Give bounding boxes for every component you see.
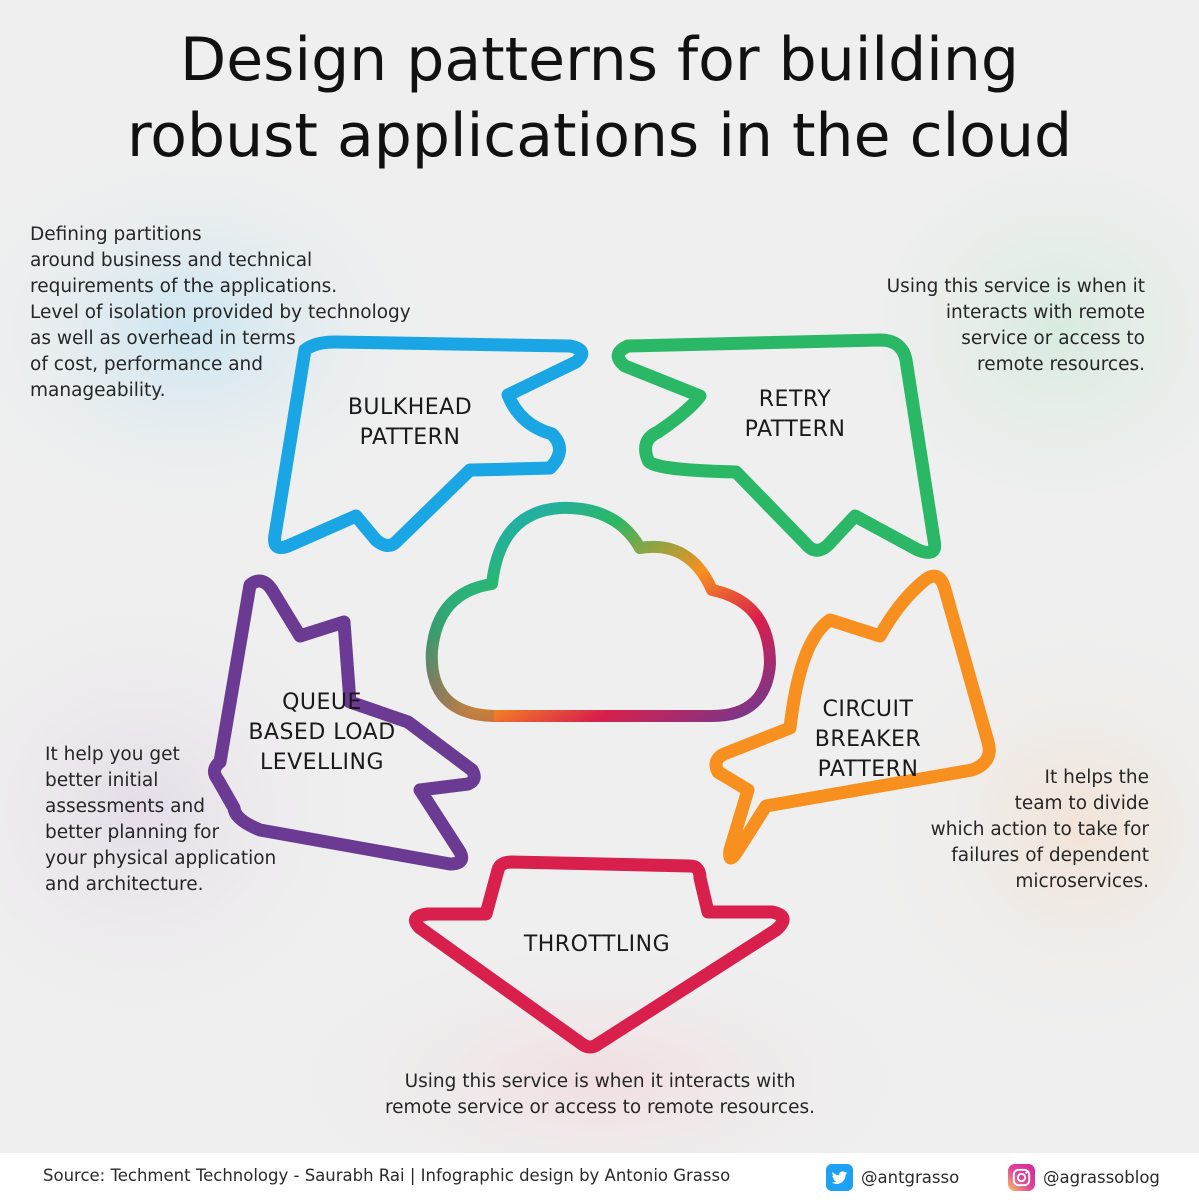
description-line: assessments and <box>45 796 205 817</box>
footer-bar: Source: Techment Technology - Saurabh Ra… <box>0 1153 1199 1200</box>
description-line: Defining partitions <box>30 224 202 245</box>
label-line: BULKHEAD <box>347 395 473 420</box>
label-line: BASED LOAD <box>248 720 396 745</box>
label-line: THROTTLING <box>523 932 671 957</box>
twitter-link[interactable]: @antgrasso <box>826 1163 959 1191</box>
twitter-icon <box>826 1163 853 1191</box>
description-line: interacts with remote <box>945 302 1145 323</box>
description-line: requirements of the applications. <box>30 276 338 297</box>
glow-circuit <box>850 600 1199 1060</box>
diagram-canvas <box>0 110 1199 1153</box>
cloud-icon <box>425 501 776 722</box>
instagram-link[interactable]: @agrassoblog <box>1008 1163 1160 1191</box>
description-line: which action to take for <box>930 819 1149 840</box>
circuit-description: It helps the team to divide which action… <box>931 765 1149 895</box>
throttling-label: THROTTLING <box>497 930 697 960</box>
description-line: Using this service is when it interacts … <box>404 1071 796 1092</box>
title-line: robust applications in the cloud <box>126 101 1073 171</box>
label-line: LEVELLING <box>259 750 385 775</box>
description-line: microservices. <box>1015 871 1149 892</box>
queue-arrow-shape <box>208 574 481 871</box>
description-line: as well as overhead in terms <box>30 328 296 349</box>
label-line: RETRY <box>758 387 832 412</box>
glow-bulkhead <box>0 130 450 530</box>
description-line: manageability. <box>30 380 166 401</box>
bulkhead-label: BULKHEAD PATTERN <box>310 393 510 453</box>
description-line: remote resources. <box>977 354 1145 375</box>
title-line: Design patterns for building <box>180 25 1019 95</box>
glow-queue <box>0 580 380 1040</box>
description-line: failures of dependent <box>951 845 1149 866</box>
twitter-handle: @antgrasso <box>861 1167 960 1187</box>
retry-arrow-shape <box>611 333 942 559</box>
description-line: It helps the <box>1044 767 1149 788</box>
circuit-label: CIRCUIT BREAKER PATTERN <box>768 695 968 785</box>
description-line: Using this service is when it <box>886 276 1145 297</box>
queue-label: QUEUE BASED LOAD LEVELLING <box>212 688 432 778</box>
bulkhead-description: Defining partitions around business and … <box>30 222 411 404</box>
label-line: CIRCUIT <box>822 697 914 722</box>
description-line: around business and technical <box>30 250 313 271</box>
queue-description: It help you get better initial assessmen… <box>45 742 276 898</box>
throttling-arrow-shape <box>409 855 790 1054</box>
instagram-handle: @agrassoblog <box>1043 1167 1160 1187</box>
description-line: better initial <box>45 770 159 791</box>
description-line: team to divide <box>1014 793 1149 814</box>
label-line: BREAKER <box>814 727 922 752</box>
label-line: PATTERN <box>817 757 919 782</box>
circuit-arrow-shape <box>709 569 996 865</box>
retry-description: Using this service is when it interacts … <box>887 274 1145 378</box>
description-line: your physical application <box>45 848 277 869</box>
description-line: of cost, performance and <box>30 354 264 375</box>
bulkhead-arrow-shape <box>268 335 589 555</box>
description-line: and architecture. <box>45 874 204 895</box>
label-line: PATTERN <box>359 425 461 450</box>
description-line: better planning for <box>45 822 220 843</box>
footer-source: Source: Techment Technology - Saurabh Ra… <box>43 1166 731 1185</box>
description-line: Level of isolation provided by technolog… <box>30 302 411 323</box>
description-line: It help you get <box>45 744 180 765</box>
description-line: remote service or access to remote resou… <box>384 1097 816 1118</box>
page-title: Design patterns for building robust appl… <box>0 22 1199 174</box>
throttling-description: Using this service is when it interacts … <box>300 1069 900 1121</box>
description-line: service or access to <box>961 328 1145 349</box>
instagram-icon <box>1008 1163 1035 1191</box>
retry-label: RETRY PATTERN <box>695 385 895 445</box>
label-line: PATTERN <box>744 417 846 442</box>
label-line: QUEUE <box>282 690 362 715</box>
